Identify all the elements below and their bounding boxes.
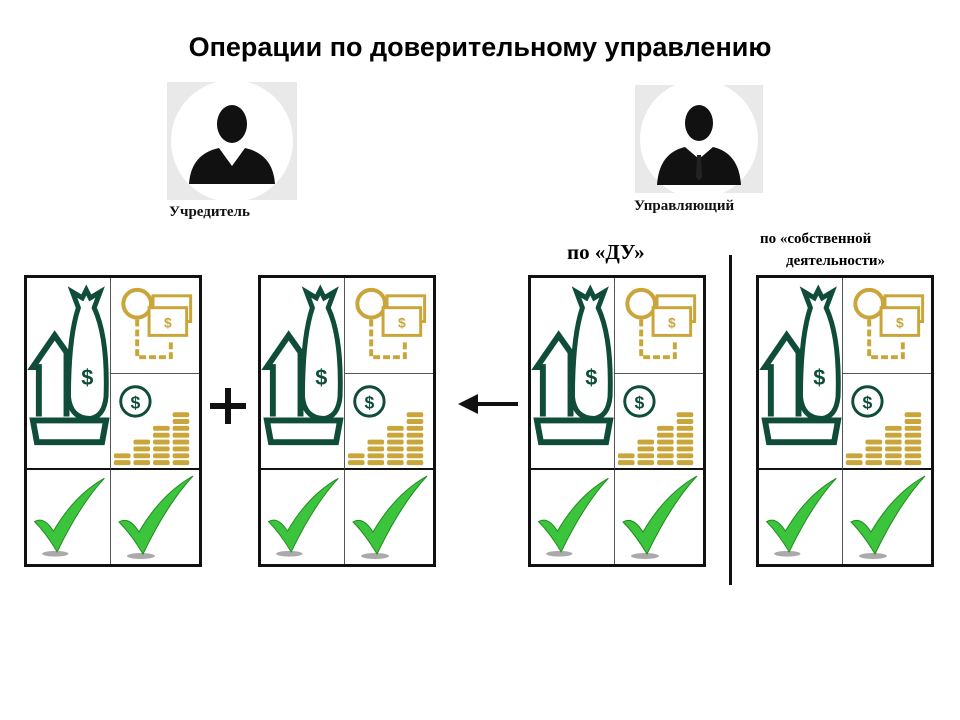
svg-text:$: $ xyxy=(365,392,375,412)
coins-stack-icon: $ xyxy=(113,385,190,466)
property-cell: $ xyxy=(531,278,615,470)
svg-text:$: $ xyxy=(131,392,141,412)
house-money-bag-icon: $ xyxy=(759,284,842,446)
svg-text:$: $ xyxy=(813,365,825,390)
chained-money-icon: $ xyxy=(625,287,697,360)
founder-avatar xyxy=(167,82,297,200)
svg-text:$: $ xyxy=(164,314,172,330)
checkmark-icon xyxy=(537,477,609,557)
svg-text:$: $ xyxy=(896,314,904,330)
check-cell-left xyxy=(261,470,345,564)
svg-text:$: $ xyxy=(585,365,597,390)
checkmark-icon xyxy=(118,475,194,559)
house-money-bag-icon: $ xyxy=(531,284,614,446)
income-cell: $ xyxy=(615,374,703,470)
property-cell: $ xyxy=(261,278,345,470)
check-cell-right xyxy=(111,470,199,564)
pledge-cell: $ xyxy=(615,278,703,374)
pledge-cell: $ xyxy=(843,278,931,374)
svg-text:$: $ xyxy=(398,314,406,330)
manager-label: Управляющий xyxy=(634,198,735,214)
check-cell-left xyxy=(27,470,111,564)
checkmark-icon xyxy=(622,475,698,559)
check-cell-left xyxy=(531,470,615,564)
chained-money-icon: $ xyxy=(355,287,427,360)
manager-avatar xyxy=(635,85,763,193)
chained-money-icon: $ xyxy=(853,287,925,360)
svg-text:$: $ xyxy=(81,365,93,390)
plus-icon xyxy=(210,388,246,424)
income-cell: $ xyxy=(843,374,931,470)
check-cell-right xyxy=(615,470,703,564)
svg-text:$: $ xyxy=(315,365,327,390)
property-cell: $ xyxy=(759,278,843,470)
coins-stack-icon: $ xyxy=(845,385,922,466)
checkmark-icon xyxy=(352,475,428,559)
coins-stack-icon: $ xyxy=(347,385,424,466)
svg-text:$: $ xyxy=(635,392,645,412)
svg-text:$: $ xyxy=(668,314,676,330)
own-caption-line1: по «собственной xyxy=(760,231,872,247)
svg-text:$: $ xyxy=(863,392,873,412)
operations-card-founder-added: $ $ $ xyxy=(258,275,436,567)
coins-stack-icon: $ xyxy=(617,385,694,466)
founder-label: Учредитель xyxy=(169,204,250,220)
income-cell: $ xyxy=(111,374,199,470)
own-caption-line2: деятельности» xyxy=(786,253,886,269)
checkmark-icon xyxy=(33,477,105,557)
person-suit-silhouette-icon xyxy=(657,105,741,185)
house-money-bag-icon: $ xyxy=(261,284,344,446)
person-silhouette-icon xyxy=(189,105,275,184)
divider-line xyxy=(729,255,732,585)
property-cell: $ xyxy=(27,278,111,470)
page-title: Операции по доверительному управлению xyxy=(188,32,772,62)
check-cell-left xyxy=(759,470,843,564)
checkmark-icon xyxy=(765,477,837,557)
operations-card-trust-operations: $ $ $ xyxy=(528,275,706,567)
operations-card-founder-assets: $ $ $ xyxy=(24,275,202,567)
pledge-cell: $ xyxy=(345,278,433,374)
house-money-bag-icon: $ xyxy=(27,284,110,446)
operations-card-own-operations: $ $ $ xyxy=(756,275,934,567)
chained-money-icon: $ xyxy=(121,287,193,360)
checkmark-icon xyxy=(267,477,339,557)
income-cell: $ xyxy=(345,374,433,470)
check-cell-right xyxy=(345,470,433,564)
checkmark-icon xyxy=(850,475,926,559)
arrow-left-icon xyxy=(458,394,518,414)
check-cell-right xyxy=(843,470,931,564)
trust-caption: по «ДУ» xyxy=(567,240,645,264)
pledge-cell: $ xyxy=(111,278,199,374)
